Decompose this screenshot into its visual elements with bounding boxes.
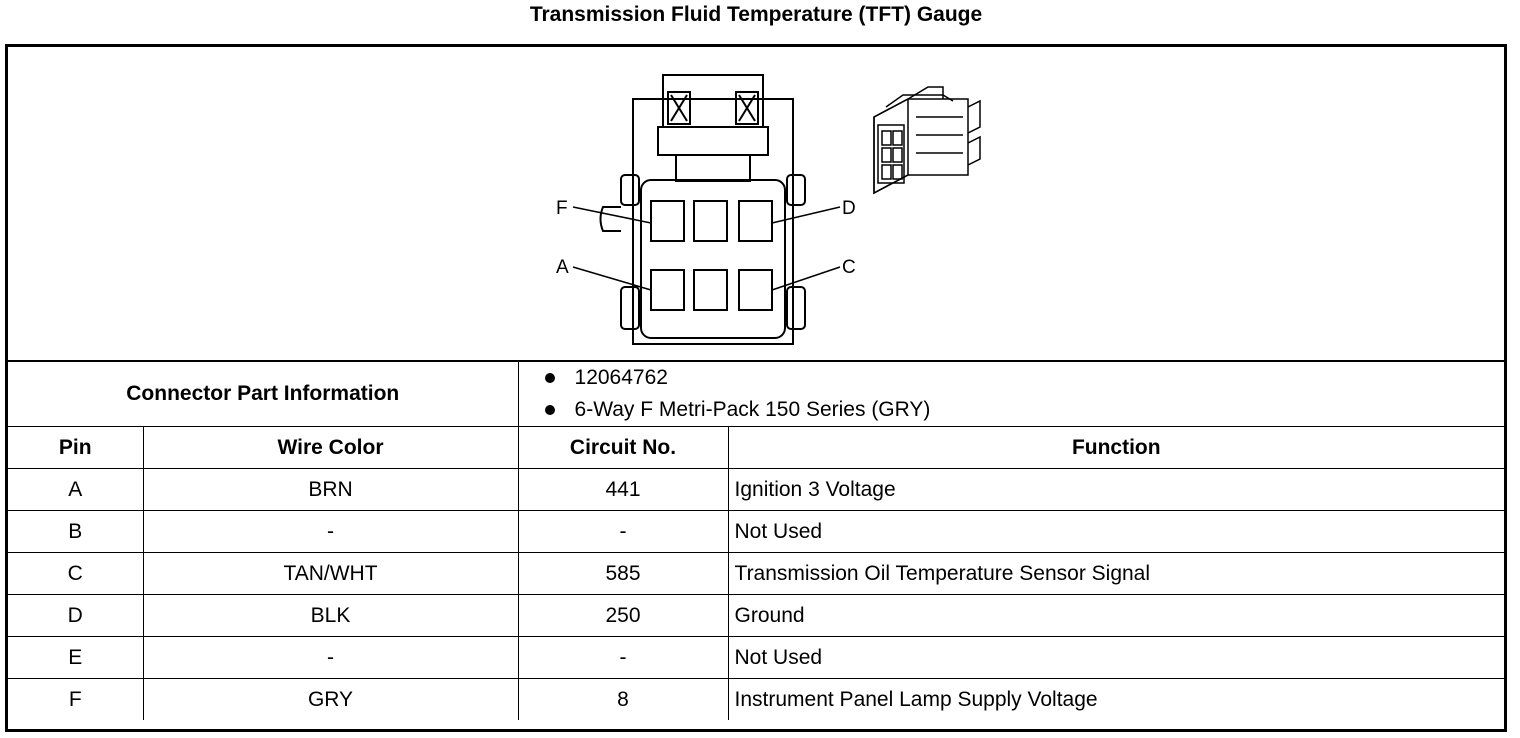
connector-part-number: 12064762 bbox=[574, 366, 668, 389]
cell-wire-color: GRY bbox=[142, 678, 519, 720]
connector-description: 6-Way F Metri-Pack 150 Series (GRY) bbox=[574, 398, 931, 421]
pin-label-f: F bbox=[556, 198, 568, 219]
cell-function: Ignition 3 Voltage bbox=[727, 468, 1505, 511]
header-wire-color: Wire Color bbox=[142, 426, 519, 469]
pinout-table: Connector Part Information 12064762 6-Wa… bbox=[8, 362, 1505, 720]
cell-circuit-no: 585 bbox=[517, 552, 729, 595]
cavity-a bbox=[650, 269, 685, 311]
connector-info-item: 6-Way F Metri-Pack 150 Series (GRY) bbox=[541, 394, 1505, 426]
right-rail-bottom bbox=[786, 286, 806, 330]
table-row: E - - Not Used bbox=[8, 636, 1505, 679]
cell-function: Not Used bbox=[727, 636, 1505, 679]
table-row: D BLK 250 Ground bbox=[8, 594, 1505, 637]
cavity-e bbox=[693, 200, 728, 242]
left-rail-bottom bbox=[620, 286, 640, 330]
cell-circuit-no: 441 bbox=[517, 468, 729, 511]
cell-pin: B bbox=[8, 510, 144, 553]
cell-function: Not Used bbox=[727, 510, 1505, 553]
cell-circuit-no: - bbox=[517, 510, 729, 553]
cell-function: Instrument Panel Lamp Supply Voltage bbox=[727, 678, 1505, 720]
table-header-row: Pin Wire Color Circuit No. Function bbox=[8, 426, 1505, 469]
connector-face bbox=[640, 179, 786, 339]
connector-isometric-drawing bbox=[873, 86, 981, 195]
cell-pin: C bbox=[8, 552, 144, 595]
pin-label-a: A bbox=[556, 257, 569, 278]
table-row: F GRY 8 Instrument Panel Lamp Supply Vol… bbox=[8, 678, 1505, 720]
connector-latch bbox=[662, 74, 764, 128]
bullet-icon bbox=[544, 373, 555, 383]
table-row: A BRN 441 Ignition 3 Voltage bbox=[8, 468, 1505, 511]
table-row: B - - Not Used bbox=[8, 510, 1505, 553]
connector-housing bbox=[632, 98, 794, 345]
cell-function: Ground bbox=[727, 594, 1505, 637]
header-pin: Pin bbox=[8, 426, 144, 469]
cell-pin: A bbox=[8, 468, 144, 511]
cell-wire-color: TAN/WHT bbox=[142, 552, 519, 595]
cell-wire-color: BRN bbox=[142, 468, 519, 511]
connector-face-drawing: F D A C bbox=[556, 74, 981, 345]
connector-info-item: 12064762 bbox=[541, 362, 1505, 394]
cell-wire-color: - bbox=[142, 510, 519, 553]
cavity-b bbox=[693, 269, 728, 311]
connector-info-list: 12064762 6-Way F Metri-Pack 150 Series (… bbox=[517, 362, 1505, 427]
cell-pin: E bbox=[8, 636, 144, 679]
cell-wire-color: BLK bbox=[142, 594, 519, 637]
cell-wire-color: - bbox=[142, 636, 519, 679]
cell-pin: D bbox=[8, 594, 144, 637]
cell-pin: F bbox=[8, 678, 144, 720]
latch-right-tab bbox=[735, 91, 759, 125]
pin-label-c: C bbox=[842, 257, 856, 278]
cell-circuit-no: 250 bbox=[517, 594, 729, 637]
bullet-icon bbox=[544, 405, 555, 415]
cavity-c bbox=[738, 269, 773, 311]
left-key bbox=[599, 206, 621, 232]
right-rail-top bbox=[786, 174, 806, 206]
connector-diagram: F D A C bbox=[8, 47, 1504, 362]
page-title: Transmission Fluid Temperature (TFT) Gau… bbox=[529, 3, 983, 26]
connector-sheet: F D A C bbox=[5, 44, 1507, 732]
table-row: C TAN/WHT 585 Transmission Oil Temperatu… bbox=[8, 552, 1505, 595]
cell-circuit-no: - bbox=[517, 636, 729, 679]
cell-function: Transmission Oil Temperature Sensor Sign… bbox=[727, 552, 1505, 595]
cavity-d bbox=[738, 200, 773, 242]
latch-bar bbox=[657, 126, 769, 156]
header-function: Function bbox=[727, 426, 1505, 469]
latch-neck bbox=[675, 154, 751, 182]
left-rail-top bbox=[620, 174, 640, 206]
cell-circuit-no: 8 bbox=[517, 678, 729, 720]
connector-info-label: Connector Part Information bbox=[8, 362, 519, 427]
pin-label-d: D bbox=[842, 198, 856, 219]
connector-info-row: Connector Part Information 12064762 6-Wa… bbox=[8, 362, 1505, 427]
header-circuit-no: Circuit No. bbox=[517, 426, 729, 469]
latch-left-tab bbox=[667, 91, 691, 125]
cavity-f bbox=[650, 200, 685, 242]
